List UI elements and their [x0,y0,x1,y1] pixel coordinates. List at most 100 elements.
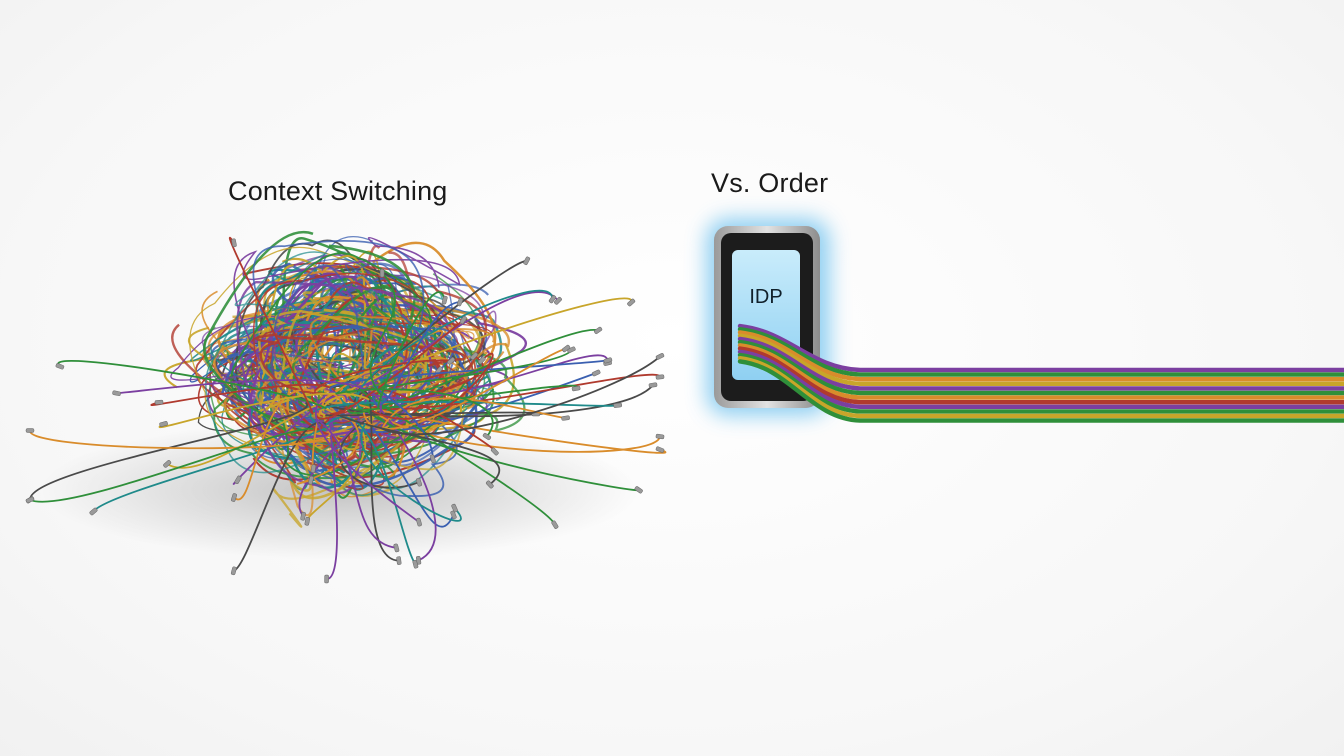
loose-wire [232,393,348,485]
wire-tip [429,454,436,464]
loose-wire [116,379,382,415]
tangle-wire [236,280,449,494]
wire-tip [230,566,237,576]
loose-wire [233,421,328,572]
ribbon-strand [737,339,1344,396]
wire-tip [561,415,570,421]
loose-wire [380,355,661,436]
loose-wire [371,352,494,420]
vs-order-title: Vs. Order [711,168,829,198]
wire-tip [447,357,456,365]
wire-tip [416,517,422,527]
loose-wire [340,415,500,486]
tangle-wire [252,240,457,480]
ribbon-cable-icon [737,323,1344,423]
wire-tip [310,464,317,473]
loose-wire [233,388,315,501]
loose-wire [316,418,397,549]
tangle-wire [258,309,428,394]
tangle-wire [247,317,373,489]
loose-wire [342,394,666,454]
loose-wire [158,392,370,429]
ribbon-strand [737,323,1344,373]
wire-tip [627,298,636,307]
tangle-wire [276,291,410,500]
wire-tip [379,268,385,278]
wire-tip [485,480,494,489]
wire-tip [393,543,400,553]
wire-tip [470,352,479,360]
wire-tip [548,295,557,304]
loose-wire [150,383,336,406]
loose-wire [318,330,443,404]
wire-tip [304,517,311,526]
tangle-wire [230,252,466,477]
wire-tip [571,385,581,392]
wire-tip [634,486,643,494]
loose-wire [360,423,462,522]
loose-wire [355,289,554,411]
wire-tip [554,296,562,305]
wire-tip [55,363,65,370]
loose-wire [57,360,327,410]
wire-tip [648,382,658,388]
loose-wire [29,427,314,503]
loose-wire [329,359,609,396]
ribbon-strand [737,343,1344,400]
wire-tip [591,369,601,377]
wire-tip [613,402,622,408]
wire-tip [490,447,499,456]
ribbon-strand [737,336,1344,391]
wire-tip [89,507,98,516]
wire-tip [551,520,559,529]
ribbon-strand [737,327,1344,377]
ribbon-strand [737,359,1344,423]
wire-tip [456,297,464,307]
loose-wire [320,297,633,417]
wire-tip [324,574,329,584]
wire-tip [231,493,237,502]
loose-wire [377,291,446,409]
loose-wire [228,237,314,415]
loose-wire [339,418,420,489]
loose-wire [92,423,334,513]
wire-tip [112,390,121,396]
wire-tip [154,399,164,405]
wire-tip [562,344,571,353]
wire-tip [415,477,423,487]
ribbon-strand [737,349,1344,409]
loose-wire [296,415,360,485]
wire-tip [655,446,665,453]
loose-wire [306,418,367,522]
tangle-wire [203,231,417,456]
context-switching-title: Context Switching [228,176,448,206]
tangle-wire [232,310,482,394]
wire-tip [451,503,458,513]
idp-label: IDP [749,286,783,308]
loose-wire [29,401,309,500]
ribbon-strand [737,333,1344,386]
loose-wire [370,425,455,528]
wire-tip [412,559,419,569]
wire-tip [482,432,492,441]
wire-tip [300,511,306,521]
wire-tip [477,356,486,365]
loose-wire [369,272,396,397]
loose-wire [311,359,452,410]
loose-wire [359,388,556,526]
loose-wire [326,417,338,580]
loose-wire [166,394,351,469]
wire-tip [655,374,665,380]
wire-tip [231,238,237,248]
wire-tip [163,460,172,468]
loose-wire [322,384,654,418]
tangle-wire [205,251,450,474]
loose-wire [347,328,599,414]
wire-tip [567,346,576,354]
tangle-wire [279,258,413,408]
wire-tip [655,353,665,360]
wire-tip [655,433,665,440]
wire-tip [594,326,603,334]
